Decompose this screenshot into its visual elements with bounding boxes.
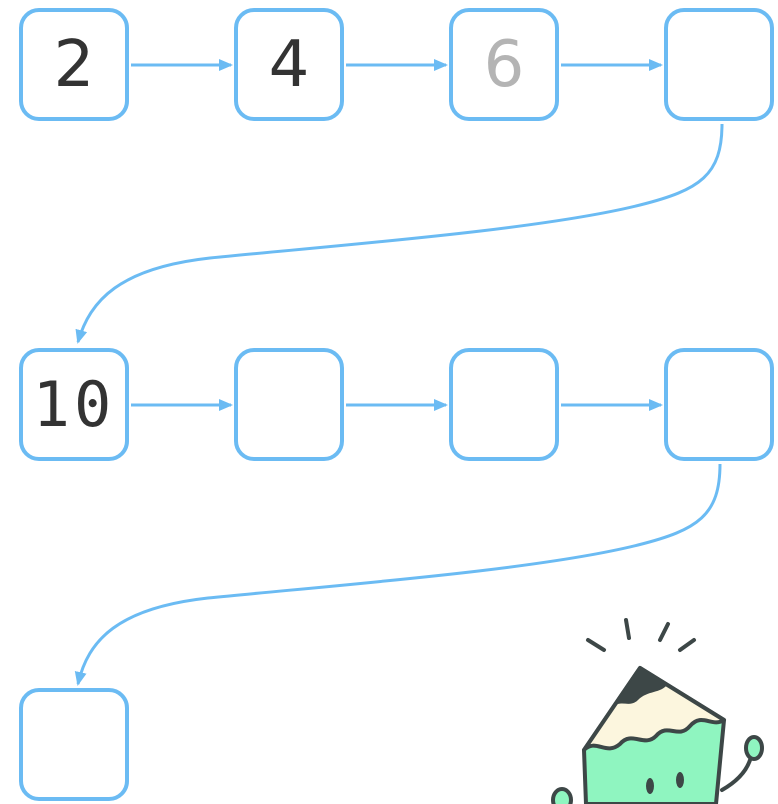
sequence-box-2: 4 [234, 8, 344, 121]
sequence-box-1: 2 [19, 8, 129, 121]
arrow-8-9 [74, 463, 722, 686]
arrow-4-5 [75, 123, 724, 344]
sequence-box-5: 10 [19, 348, 129, 461]
sequence-box-3: 6 [449, 8, 559, 121]
sequence-box-4[interactable] [664, 8, 774, 121]
pencil-character-icon [551, 618, 764, 804]
sequence-value-1: 2 [53, 27, 95, 102]
sequence-value-2: 4 [268, 27, 310, 102]
sequence-value-3: 6 [483, 27, 525, 102]
sequence-box-8[interactable] [664, 348, 774, 461]
sequence-box-6[interactable] [234, 348, 344, 461]
sequence-box-7[interactable] [449, 348, 559, 461]
sequence-box-9[interactable] [19, 688, 129, 801]
sequence-value-5: 10 [32, 368, 116, 441]
